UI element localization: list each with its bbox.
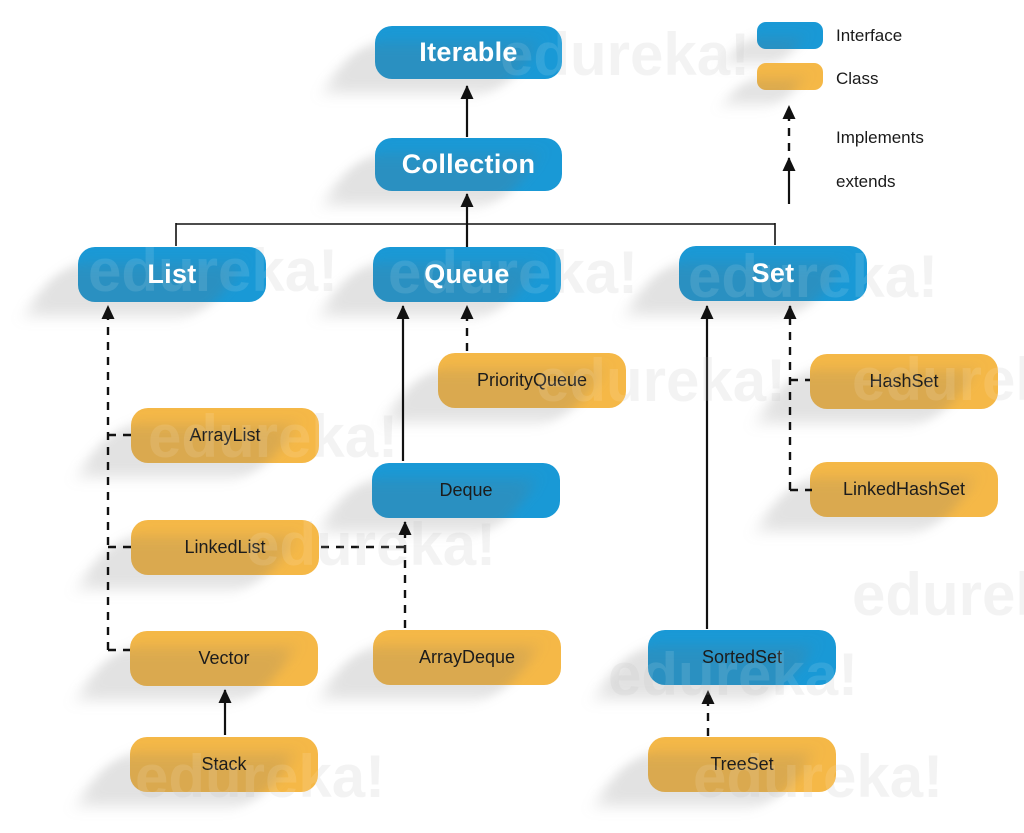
node-deque: Deque <box>372 463 560 518</box>
node-collection: Collection <box>375 138 562 191</box>
node-treeset: TreeSet <box>648 737 836 792</box>
node-label: ArrayDeque <box>418 647 516 667</box>
node-sortedset: SortedSet <box>648 630 836 685</box>
legend-interface-label: Interface <box>836 26 903 45</box>
node-hashset: HashSet <box>810 354 998 409</box>
node-label: Stack <box>201 754 247 774</box>
legend-implements-label: Implements <box>836 128 924 147</box>
node-linkedlist: LinkedList <box>131 520 319 575</box>
node-queue: Queue <box>373 247 561 302</box>
node-label: Collection <box>401 149 536 179</box>
legend-extends-label: extends <box>836 172 896 191</box>
node-label: ArrayList <box>189 425 261 445</box>
node-arraydeque: ArrayDeque <box>373 630 561 685</box>
legend-class-swatch <box>757 63 823 90</box>
node-label: PriorityQueue <box>476 370 588 390</box>
node-label: Set <box>751 258 795 288</box>
node-label: SortedSet <box>701 647 783 667</box>
node-vector: Vector <box>130 631 318 686</box>
node-label: HashSet <box>869 371 939 391</box>
node-set: Set <box>679 246 867 301</box>
node-label: LinkedHashSet <box>842 479 966 499</box>
node-linkedhashset: LinkedHashSet <box>810 462 998 517</box>
node-label: List <box>147 259 197 289</box>
node-list: List <box>78 247 266 302</box>
node-label: LinkedList <box>184 537 266 557</box>
node-arraylist: ArrayList <box>131 408 319 463</box>
node-priorityqueue: PriorityQueue <box>438 353 626 408</box>
watermark-text: edureka! <box>852 561 1024 628</box>
node-iterable: Iterable <box>375 26 562 79</box>
watermark-text: edureka! <box>852 561 1024 628</box>
node-label: TreeSet <box>710 754 774 774</box>
node-label: Queue <box>424 259 510 289</box>
node-label: Deque <box>439 480 493 500</box>
node-label: Vector <box>198 648 250 668</box>
node-stack: Stack <box>130 737 318 792</box>
legend-class-label: Class <box>836 69 879 88</box>
legend-interface-swatch <box>757 22 823 49</box>
node-label: Iterable <box>419 37 518 67</box>
